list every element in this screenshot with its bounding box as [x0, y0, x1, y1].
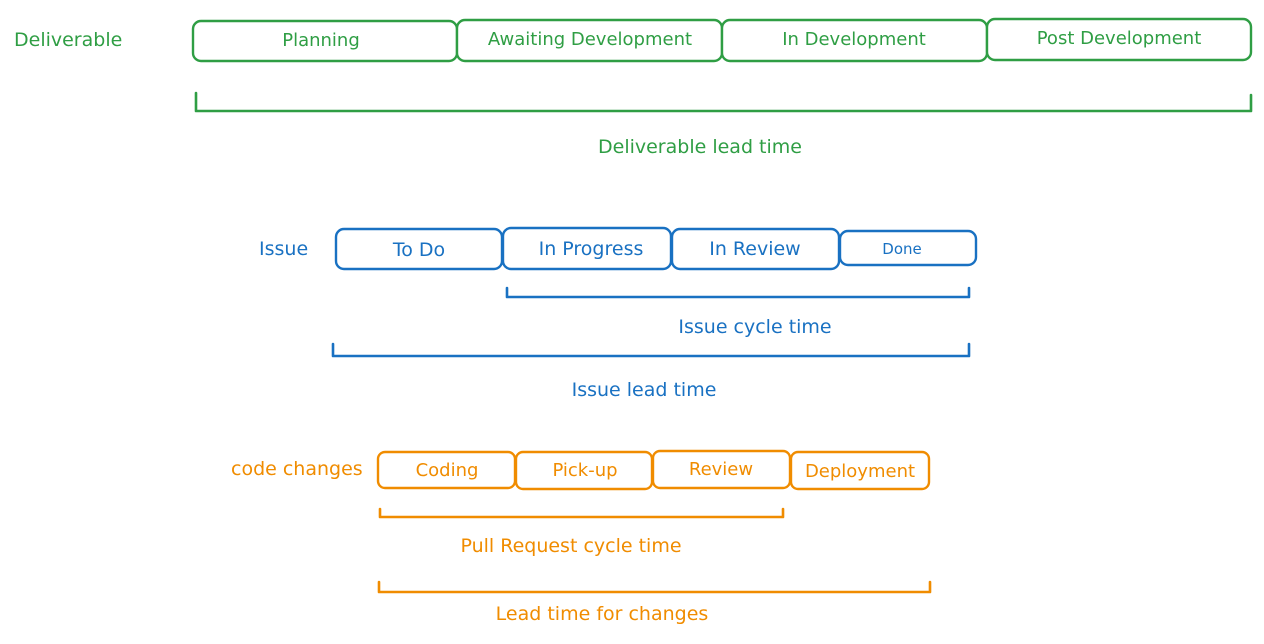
deliverable-stage-in-development-label: In Development [782, 29, 926, 50]
deliverable-stage-awaiting-development: Awaiting Development [455, 18, 724, 63]
issue-stage-in-progress: In Progress [501, 226, 673, 271]
code-stage-deployment-box [789, 450, 931, 491]
deliverable-stage-planning: Planning [191, 19, 459, 63]
issue-row-label: Issue [259, 238, 308, 260]
deliverable-stage-planning-label: Planning [282, 30, 360, 51]
pull-request-cycle-time-bracket [378, 507, 785, 519]
issue-stage-in-review: In Review [670, 227, 841, 271]
code-stage-deployment: Deployment [789, 450, 931, 491]
code-stage-review-label: Review [689, 459, 753, 480]
issue-stage-in-review-label: In Review [709, 238, 800, 260]
issue-cycle-time-label: Issue cycle time [678, 316, 831, 338]
issue-stage-done: Done [838, 229, 978, 267]
issue-lead-time-bracket [331, 342, 971, 358]
code-stage-pick-up: Pick-up [514, 450, 654, 491]
deliverable-stage-awaiting-development-label: Awaiting Development [488, 29, 692, 50]
pull-request-cycle-time-label: Pull Request cycle time [460, 535, 681, 557]
deliverable-lead-time-bracket [194, 91, 1253, 113]
code-stage-pick-up-label: Pick-up [552, 460, 617, 481]
deliverable-row-label: Deliverable [14, 29, 122, 51]
issue-stage-done-label: Done [882, 240, 921, 258]
code-changes-row-label: code changes [231, 458, 363, 480]
deliverable-row: Deliverable Planning Awaiting Developmen… [14, 17, 1253, 158]
issue-row: Issue To Do In Progress In Review Done I… [259, 226, 978, 401]
code-stage-deployment-label: Deployment [805, 461, 915, 482]
code-stage-review: Review [651, 449, 792, 490]
issue-stage-done-box [838, 229, 978, 267]
issue-stage-to-do: To Do [334, 227, 504, 271]
issue-cycle-time-bracket [505, 286, 971, 299]
deliverable-stage-post-development-label: Post Development [1037, 28, 1202, 49]
deliverable-stage-post-development-box [985, 17, 1253, 62]
deliverable-stage-post-development: Post Development [985, 17, 1253, 62]
lead-time-for-changes-bracket [377, 580, 932, 594]
issue-stage-to-do-label: To Do [392, 239, 445, 261]
code-changes-row: code changes Coding Pick-up Review Deplo… [231, 449, 932, 625]
deliverable-lead-time-label: Deliverable lead time [598, 136, 802, 158]
code-stage-coding: Coding [376, 450, 517, 490]
issue-lead-time-label: Issue lead time [572, 379, 717, 401]
code-stage-coding-label: Coding [416, 460, 479, 481]
lead-time-for-changes-label: Lead time for changes [496, 603, 709, 625]
deliverable-stage-in-development: In Development [720, 18, 989, 63]
issue-stage-in-progress-label: In Progress [539, 238, 644, 260]
